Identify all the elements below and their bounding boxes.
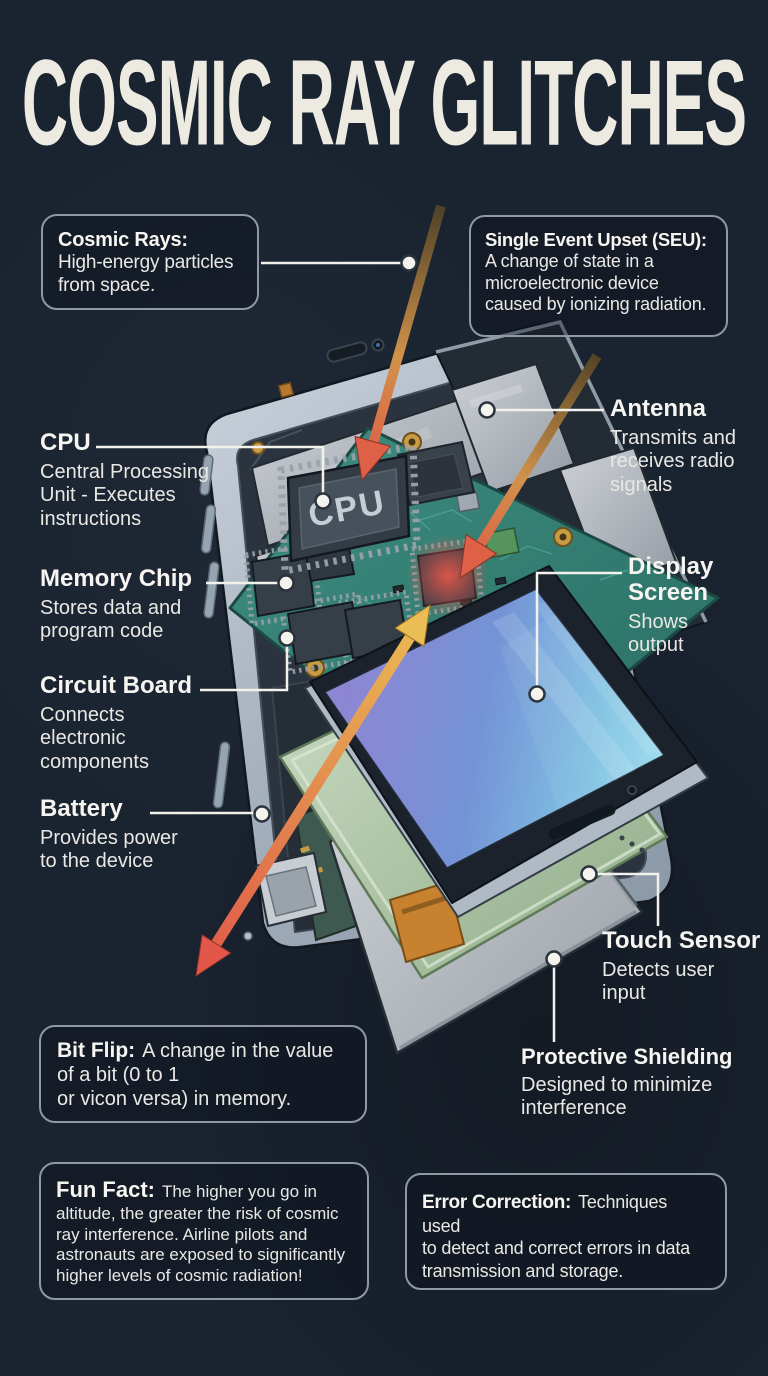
leader-line-cpu bbox=[96, 445, 325, 501]
cosmic-ray-arrow-chip-shaft bbox=[474, 353, 602, 550]
label-battery-title: Battery bbox=[40, 795, 123, 822]
bitflip-ray-head-up bbox=[394, 603, 431, 648]
seu-box-body: A change of state in a microelectronic d… bbox=[485, 251, 707, 315]
anchor-dot-touch-sensor bbox=[580, 865, 598, 883]
label-circuit-board-body: Connects electronic components bbox=[40, 703, 149, 773]
label-memory-chip-body: Stores data and program code bbox=[40, 596, 182, 643]
small-component bbox=[277, 381, 295, 399]
antenna-plate bbox=[450, 362, 576, 494]
camera-lens-glint bbox=[376, 343, 380, 347]
anchor-dot-protective-shielding bbox=[545, 950, 563, 968]
case-screw bbox=[243, 931, 253, 941]
label-touch-sensor-title: Touch Sensor bbox=[602, 927, 761, 954]
label-battery-body: Provides power to the device bbox=[40, 826, 178, 873]
leader-line-circuit-board bbox=[200, 641, 289, 692]
label-circuit-board-title: Circuit Board bbox=[40, 672, 193, 699]
anchor-dots bbox=[253, 254, 598, 968]
label-antenna: Antenna Transmits and receives radio sig… bbox=[610, 396, 736, 497]
leader-line-display-screen bbox=[535, 571, 622, 694]
label-battery: Battery Provides power to the device bbox=[40, 796, 178, 874]
leader-lines bbox=[96, 261, 660, 1042]
label-cpu-title: CPU bbox=[40, 429, 91, 456]
label-circuit-board: Circuit Board Connects electronic compon… bbox=[40, 673, 192, 774]
cosmic-ray-arrow-cpu-shaft bbox=[368, 204, 446, 446]
label-protective-shielding-title: Protective Shielding bbox=[521, 1044, 733, 1069]
label-memory-chip-title: Memory Chip bbox=[40, 565, 193, 592]
front-camera-pill bbox=[326, 341, 368, 363]
rim-port-dots bbox=[619, 835, 645, 853]
anchor-dot-display-screen bbox=[528, 685, 546, 703]
label-protective-shielding-body: Designed to minimize interference bbox=[521, 1073, 713, 1120]
flex-connector bbox=[388, 880, 466, 964]
fun-fact-box-title: Fun Fact: bbox=[56, 1177, 155, 1202]
fun-fact-box-body: The higher you go in altitude, the great… bbox=[56, 1182, 346, 1286]
bit-flip-box-title: Bit Flip: bbox=[57, 1039, 136, 1062]
label-touch-sensor: Touch Sensor Detects user input bbox=[602, 928, 760, 1006]
rear-camera-inner bbox=[265, 866, 317, 917]
label-antenna-body: Transmits and receives radio signals bbox=[610, 426, 736, 496]
label-display-screen-title: Display Screen bbox=[628, 553, 714, 606]
infographic-title: COSMIC RAY GLITCHES bbox=[21, 34, 747, 172]
label-protective-shielding: Protective Shielding Designed to minimiz… bbox=[521, 1045, 733, 1121]
speaker-slot bbox=[548, 804, 616, 840]
label-memory-chip: Memory Chip Stores data and program code bbox=[40, 566, 192, 644]
leader-line-touch-sensor bbox=[589, 872, 660, 926]
label-touch-sensor-body: Detects user input bbox=[602, 958, 715, 1005]
bitflip-ray-head-down bbox=[195, 933, 232, 978]
label-antenna-title: Antenna bbox=[610, 395, 706, 422]
fun-fact-box: Fun Fact:The higher you go in altitude, … bbox=[39, 1162, 369, 1300]
cosmic-rays-box-body: High-energy particles from space. bbox=[58, 252, 234, 296]
anchor-dot-cosmic-rays bbox=[400, 254, 418, 272]
bit-flip-box: Bit Flip:A change in the value of a bit … bbox=[39, 1025, 367, 1123]
bit-flip-box-body: A change in the value of a bit (0 to 1 o… bbox=[57, 1040, 334, 1111]
anchor-dot-circuit-board bbox=[278, 629, 296, 647]
label-display-screen-body: Shows output bbox=[628, 610, 689, 657]
cosmic-rays-box-title: Cosmic Rays: bbox=[58, 229, 188, 251]
cosmic-ray-arrows bbox=[195, 204, 602, 978]
side-buttons bbox=[199, 454, 231, 809]
seu-box: Single Event Upset (SEU): A change of st… bbox=[469, 215, 728, 337]
cosmic-rays-box: Cosmic Rays: High-energy particles from … bbox=[41, 214, 259, 310]
glass-reflections bbox=[492, 600, 664, 815]
error-correction-box-body: Techniques used to detect and correct er… bbox=[422, 1192, 690, 1281]
cosmic-ray-arrow-cpu-head bbox=[354, 435, 392, 482]
camera-dot bbox=[627, 785, 637, 795]
error-correction-box: Error Correction:Techniques used to dete… bbox=[405, 1173, 727, 1290]
cpu-chip: CPU bbox=[277, 441, 421, 576]
label-display-screen: Display Screen Shows output bbox=[628, 554, 713, 658]
anchor-dot-antenna bbox=[478, 401, 496, 419]
antenna-plate-highlight bbox=[468, 384, 524, 408]
error-correction-box-title: Error Correction: bbox=[422, 1192, 572, 1213]
anchor-dot-cpu bbox=[314, 492, 332, 510]
anchor-dot-memory-chip bbox=[277, 574, 295, 592]
cosmic-ray-arrow-chip-head bbox=[459, 533, 498, 580]
seu-box-title: Single Event Upset (SEU): bbox=[485, 229, 707, 250]
label-cpu-body: Central Processing Unit - Executes instr… bbox=[40, 460, 209, 530]
label-cpu: CPU Central Processing Unit - Executes i… bbox=[40, 430, 209, 531]
bitflip-ray-shaft bbox=[211, 631, 417, 947]
anchor-dot-battery bbox=[253, 805, 271, 823]
